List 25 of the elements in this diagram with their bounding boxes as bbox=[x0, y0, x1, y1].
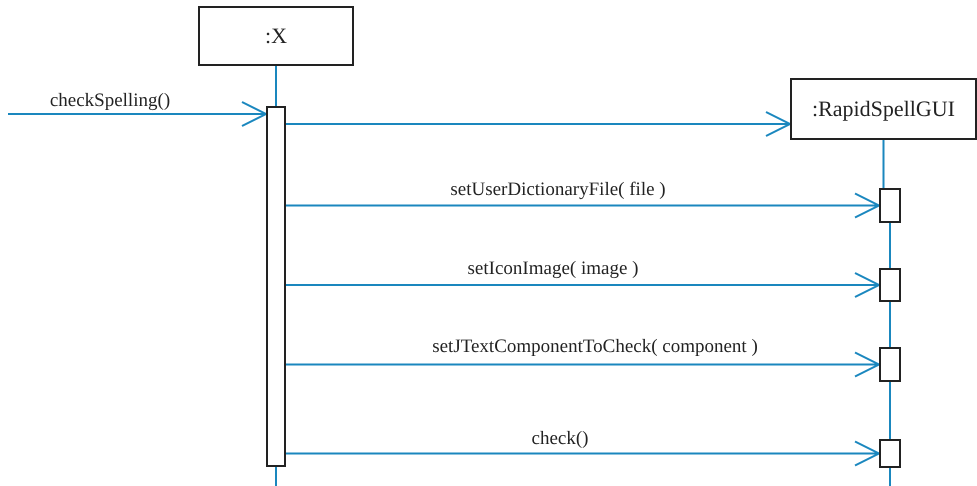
message-label: check() bbox=[532, 428, 588, 450]
object-box: :RapidSpellGUI bbox=[790, 78, 977, 140]
message-arrow bbox=[286, 352, 880, 378]
activation-bar bbox=[266, 106, 286, 467]
lifeline bbox=[275, 66, 277, 106]
lifeline bbox=[889, 468, 891, 486]
message-arrow bbox=[286, 192, 880, 218]
message-arrow bbox=[286, 272, 880, 298]
activation-bar bbox=[879, 439, 901, 468]
message-label: setUserDictionaryFile( file ) bbox=[450, 179, 666, 201]
lifeline bbox=[882, 140, 884, 188]
message-label: checkSpelling() bbox=[50, 90, 170, 112]
lifeline bbox=[889, 223, 891, 268]
object-box: :X bbox=[198, 6, 354, 66]
message-arrow bbox=[8, 101, 267, 127]
activation-bar bbox=[879, 347, 901, 382]
lifeline bbox=[889, 382, 891, 439]
message-arrow bbox=[286, 440, 880, 466]
lifeline bbox=[889, 302, 891, 347]
message-label: setIconImage( image ) bbox=[468, 258, 638, 280]
activation-bar bbox=[879, 188, 901, 223]
message-arrow bbox=[286, 111, 791, 137]
activation-bar bbox=[879, 268, 901, 302]
lifeline bbox=[275, 467, 277, 486]
message-label: setJTextComponentToCheck( component ) bbox=[432, 336, 758, 358]
